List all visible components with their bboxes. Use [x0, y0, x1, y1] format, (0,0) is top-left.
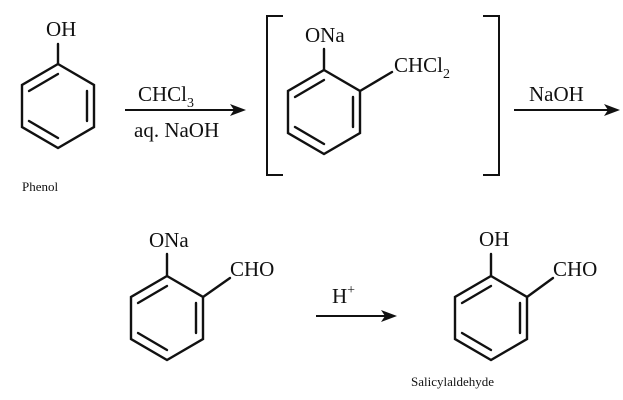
salt-ring — [129, 274, 205, 362]
phenol-ring — [20, 62, 96, 150]
phenol-molecule: OH Phenol — [20, 17, 96, 194]
right-bracket — [483, 15, 500, 176]
arrow-1-head — [230, 104, 246, 116]
arrow-3-head — [381, 310, 397, 322]
intermediate-chcl2-label: CHCl2 — [394, 53, 450, 82]
reagent-chcl3: CHCl3 — [138, 82, 194, 111]
phenol-caption: Phenol — [22, 179, 59, 194]
arrow-2-head — [604, 104, 620, 116]
product-oh-label: OH — [479, 227, 509, 251]
salt-ona-label: ONa — [149, 228, 189, 252]
product-cho-label: CHO — [553, 257, 597, 281]
intermediate-bracket: ONa CHCl2 — [266, 15, 500, 176]
intermediate-ona-label: ONa — [305, 23, 345, 47]
arrow-step-1: CHCl3 aq. NaOH — [125, 82, 246, 142]
left-bracket — [266, 15, 283, 176]
salt-cho-label: CHO — [230, 257, 274, 281]
intermediate-ring — [286, 68, 362, 156]
product-ring — [453, 274, 529, 362]
arrow-step-2: NaOH — [514, 82, 620, 116]
aldehyde-salt-molecule: ONa CHO — [129, 228, 274, 362]
reagent-h-plus: H+ — [332, 283, 355, 308]
reagent-naoh: NaOH — [529, 82, 584, 106]
reagent-aq-naoh: aq. NaOH — [134, 118, 219, 142]
arrow-step-3: H+ — [316, 283, 397, 322]
product-caption: Salicylaldehyde — [411, 374, 494, 389]
phenol-oh-label: OH — [46, 17, 76, 41]
salicylaldehyde-molecule: OH CHO Salicylaldehyde — [411, 227, 597, 389]
